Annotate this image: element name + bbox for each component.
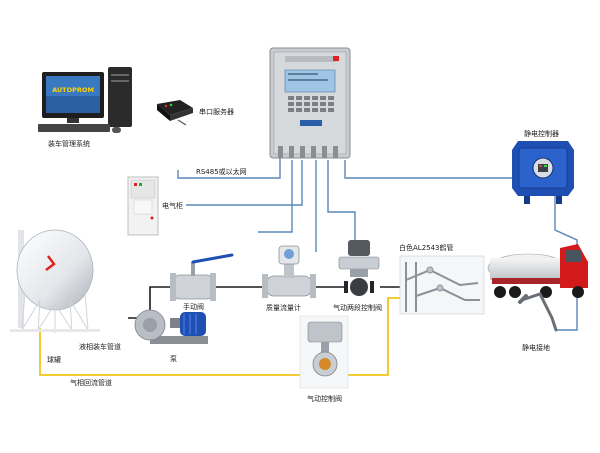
label-pneumatic-valve: 气动控制阀: [307, 394, 342, 403]
label-gas-return-pipe: 气相回流管道: [70, 378, 112, 387]
label-manual-valve: 手动阀: [183, 302, 204, 311]
screen-brand: AUTOPROM: [52, 86, 94, 94]
pneumatic-control-valve-icon: [299, 315, 349, 389]
loading-arm-icon: [399, 255, 485, 315]
label-white-arm: 白色AL2543鹤管: [399, 243, 454, 252]
label-liquid-phase-pipe: 液相装车管道: [79, 342, 121, 351]
label-mass-flowmeter: 质量流量计: [266, 303, 301, 312]
static-controller-icon: [512, 141, 574, 204]
label-serial-server: 串口服务器: [199, 107, 234, 116]
gas-return-line: [39, 297, 405, 376]
label-static-ground: 静电接地: [522, 343, 550, 352]
computer-icon: AUTOPROM: [38, 67, 132, 133]
label-static-controller: 静电控制器: [524, 129, 559, 138]
label-pneumatic-two-stage-valve: 气动两段控制阀: [333, 303, 382, 312]
electric-cabinet-icon: [127, 176, 159, 236]
serial-server-icon: [157, 100, 193, 126]
static-ground-clamp-icon: [518, 292, 558, 332]
manual-valve-icon: [170, 253, 234, 301]
main-controller-cabinet: [269, 47, 351, 159]
tanker-truck-icon: [487, 244, 588, 298]
label-electric-cabinet: 电气柜: [162, 201, 183, 210]
ball-tank-icon: [10, 229, 100, 333]
label-loading-system: 装车管理系统: [48, 139, 90, 148]
label-rs485: RS485或以太网: [196, 167, 247, 176]
signal-lines: [177, 156, 578, 331]
mass-flowmeter-icon: [262, 245, 316, 298]
pneumatic-two-stage-valve-icon: [338, 240, 380, 296]
label-ball-tank: 球罐: [47, 355, 61, 364]
label-pump: 泵: [170, 355, 177, 363]
pump-icon: [134, 309, 208, 344]
